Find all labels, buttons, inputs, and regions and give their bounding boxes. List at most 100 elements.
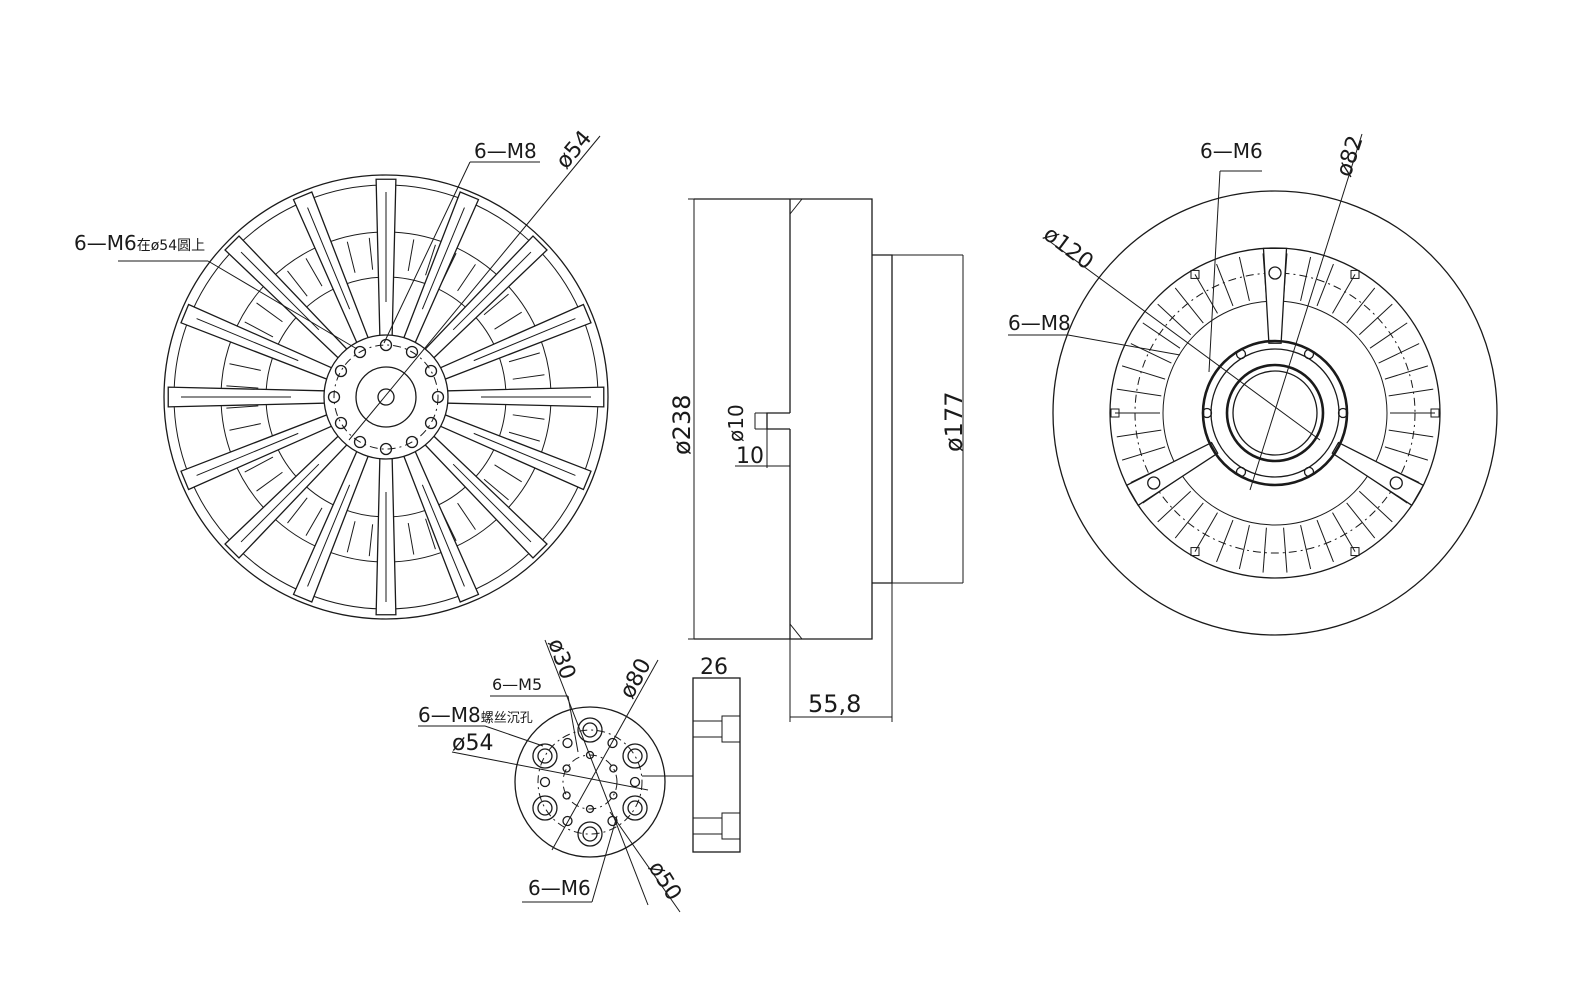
rear-m6-hole (1235, 466, 1247, 478)
front-spoke-ridge (421, 207, 465, 310)
front-bolt-hole (431, 390, 445, 404)
adapter-m8-counterbore (577, 717, 603, 743)
front-bolt-hole (334, 364, 348, 378)
front-slot (494, 464, 522, 483)
rear-labels: 6—M6 ø82 ø120 6—M8 (1008, 133, 1369, 491)
front-spoke-ridge (452, 463, 532, 543)
rear-tooth (1174, 502, 1204, 539)
adapter-m8-counterbore (532, 795, 558, 821)
front-slot (305, 507, 323, 536)
front-slot (368, 524, 374, 557)
front-slot (256, 471, 283, 492)
front-spoke-ridge (473, 432, 576, 476)
front-m6-text: 6—M6 (74, 231, 137, 255)
rear-tooth (1316, 263, 1334, 307)
rear-bore-inner (1232, 370, 1318, 456)
adapter-m8-hole (537, 748, 553, 764)
rear-tooth (1157, 303, 1192, 336)
front-spoke-ridge (307, 484, 351, 587)
adapter-m5-hole (585, 750, 595, 760)
rear-tooth (1157, 490, 1192, 523)
adapter-d30-label: ø30 (542, 636, 580, 684)
side-d10-label: ø10 (724, 404, 748, 442)
rear-tooth (1194, 274, 1218, 314)
front-m6-label: 6—M6在ø54圆上 (74, 231, 205, 255)
adapter-m5-hole (585, 804, 595, 814)
side-ten-label: 10 (736, 444, 764, 469)
adapter-m8-hole (582, 826, 598, 842)
rear-tooth (1378, 343, 1420, 364)
front-bolt-hole (405, 345, 419, 359)
front-spoke-ridge (473, 318, 576, 362)
adapter-m5-hole (609, 791, 618, 800)
front-spoke-ridge (452, 251, 532, 331)
adapter-m8-counterbore (577, 821, 603, 847)
rear-tooth (1142, 322, 1181, 349)
rear-bore (1225, 363, 1325, 463)
front-spoke-ridge (240, 251, 320, 331)
front-slot (483, 478, 509, 501)
rear-tooth (1216, 263, 1234, 307)
rear-tooth (1332, 274, 1356, 314)
rear-tooth (1346, 287, 1376, 324)
rear-m8-hole (1268, 266, 1282, 280)
front-spoke-ridge (421, 484, 465, 587)
rear-m6-hole (1337, 407, 1349, 419)
rear-marker (1430, 408, 1440, 418)
rear-view (1052, 190, 1498, 636)
front-hub-bore (355, 366, 417, 428)
rear-marker (1110, 408, 1120, 418)
rear-tooth (1300, 256, 1312, 301)
front-center-hole (377, 388, 395, 406)
adapter-m5-hole (609, 764, 618, 773)
adapter-m8-hole (582, 722, 598, 738)
front-m8-label: 6—M8 (474, 139, 537, 163)
rear-tooth (1316, 519, 1334, 563)
front-outer-rim (163, 174, 609, 620)
adapter-m8-counterbore (622, 795, 648, 821)
adapter-m8-counterbore (622, 743, 648, 769)
adapter-outer (514, 706, 666, 858)
adapter-thick-label: 26 (700, 655, 728, 680)
front-bolt-hole (405, 435, 419, 449)
front-view (163, 174, 609, 620)
front-slot (368, 237, 374, 270)
front-slot (305, 258, 323, 287)
front-bolt-hole (334, 416, 348, 430)
adapter-d50-label: ø50 (643, 857, 686, 905)
adapter-m5-hole (562, 791, 571, 800)
rear-tooth (1369, 322, 1408, 349)
adapter-labels: 6—M5 6—M8螺丝沉孔 ø54 ø30 ø80 ø50 6—M6 26 (418, 636, 741, 913)
rear-d120-label: ø120 (1038, 222, 1097, 275)
rear-m6-hole (1201, 407, 1213, 419)
adapter-m6-hole (629, 776, 641, 788)
adapter-m5-label: 6—M5 (492, 675, 542, 694)
rear-marker (1190, 547, 1200, 557)
front-spoke-ridge (240, 463, 320, 543)
adapter-m8-hole (627, 748, 643, 764)
front-bolt-hole (424, 416, 438, 430)
front-bolt-circle (333, 344, 439, 450)
front-labels: 6—M8 ø54 6—M6在ø54圆上 (74, 126, 601, 441)
adapter-bolt-circle (537, 729, 643, 835)
front-slot (508, 352, 540, 363)
front-bolt-hole (424, 364, 438, 378)
front-slot (229, 423, 261, 431)
front-slot (256, 302, 283, 323)
rear-m8-hole (1147, 476, 1161, 490)
rear-outer-rim (1052, 190, 1498, 636)
front-spoke-ridge (196, 318, 299, 362)
front-slot (512, 414, 545, 420)
front-slot (457, 502, 476, 530)
side-view: ø238 ø10 10 ø177 55,8 (668, 198, 968, 722)
front-m6-small: 在ø54圆上 (137, 238, 205, 254)
rear-tooth (1388, 388, 1434, 397)
rear-tooth (1358, 490, 1393, 523)
rear-hub-ring (1210, 348, 1340, 478)
side-d177-label: ø177 (940, 392, 968, 453)
rear-m8-hole (1389, 476, 1403, 490)
front-slot (508, 431, 540, 442)
adapter-m6-hole (607, 815, 618, 827)
rear-tooth (1300, 525, 1312, 570)
